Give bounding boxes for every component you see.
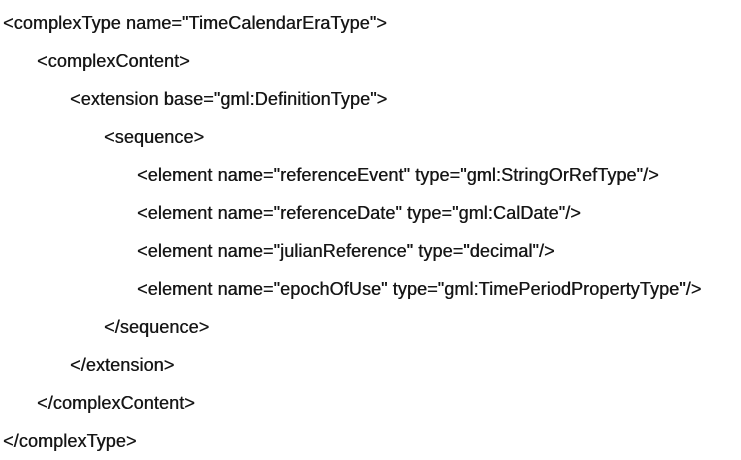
code-line-sequence-open: <sequence> [104,127,205,147]
xml-schema-snippet: <complexType name="TimeCalendarEraType">… [3,13,702,451]
code-line-sequence-close: </sequence> [104,317,210,337]
code-line-element-epochofuse: <element name="epochOfUse" type="gml:Tim… [137,279,702,299]
code-line-extension-open: <extension base="gml:DefinitionType"> [70,89,388,109]
code-line-element-referenceevent: <element name="referenceEvent" type="gml… [137,165,659,185]
code-line-element-julianreference: <element name="julianReference" type="de… [137,241,555,261]
code-line-complextype-close: </complexType> [3,431,137,451]
code-line-complextype-open: <complexType name="TimeCalendarEraType"> [3,13,387,33]
code-line-element-referencedate: <element name="referenceDate" type="gml:… [137,203,581,223]
code-line-complexcontent-open: <complexContent> [37,51,190,71]
code-line-complexcontent-close: </complexContent> [37,393,195,413]
code-line-extension-close: </extension> [70,355,175,375]
